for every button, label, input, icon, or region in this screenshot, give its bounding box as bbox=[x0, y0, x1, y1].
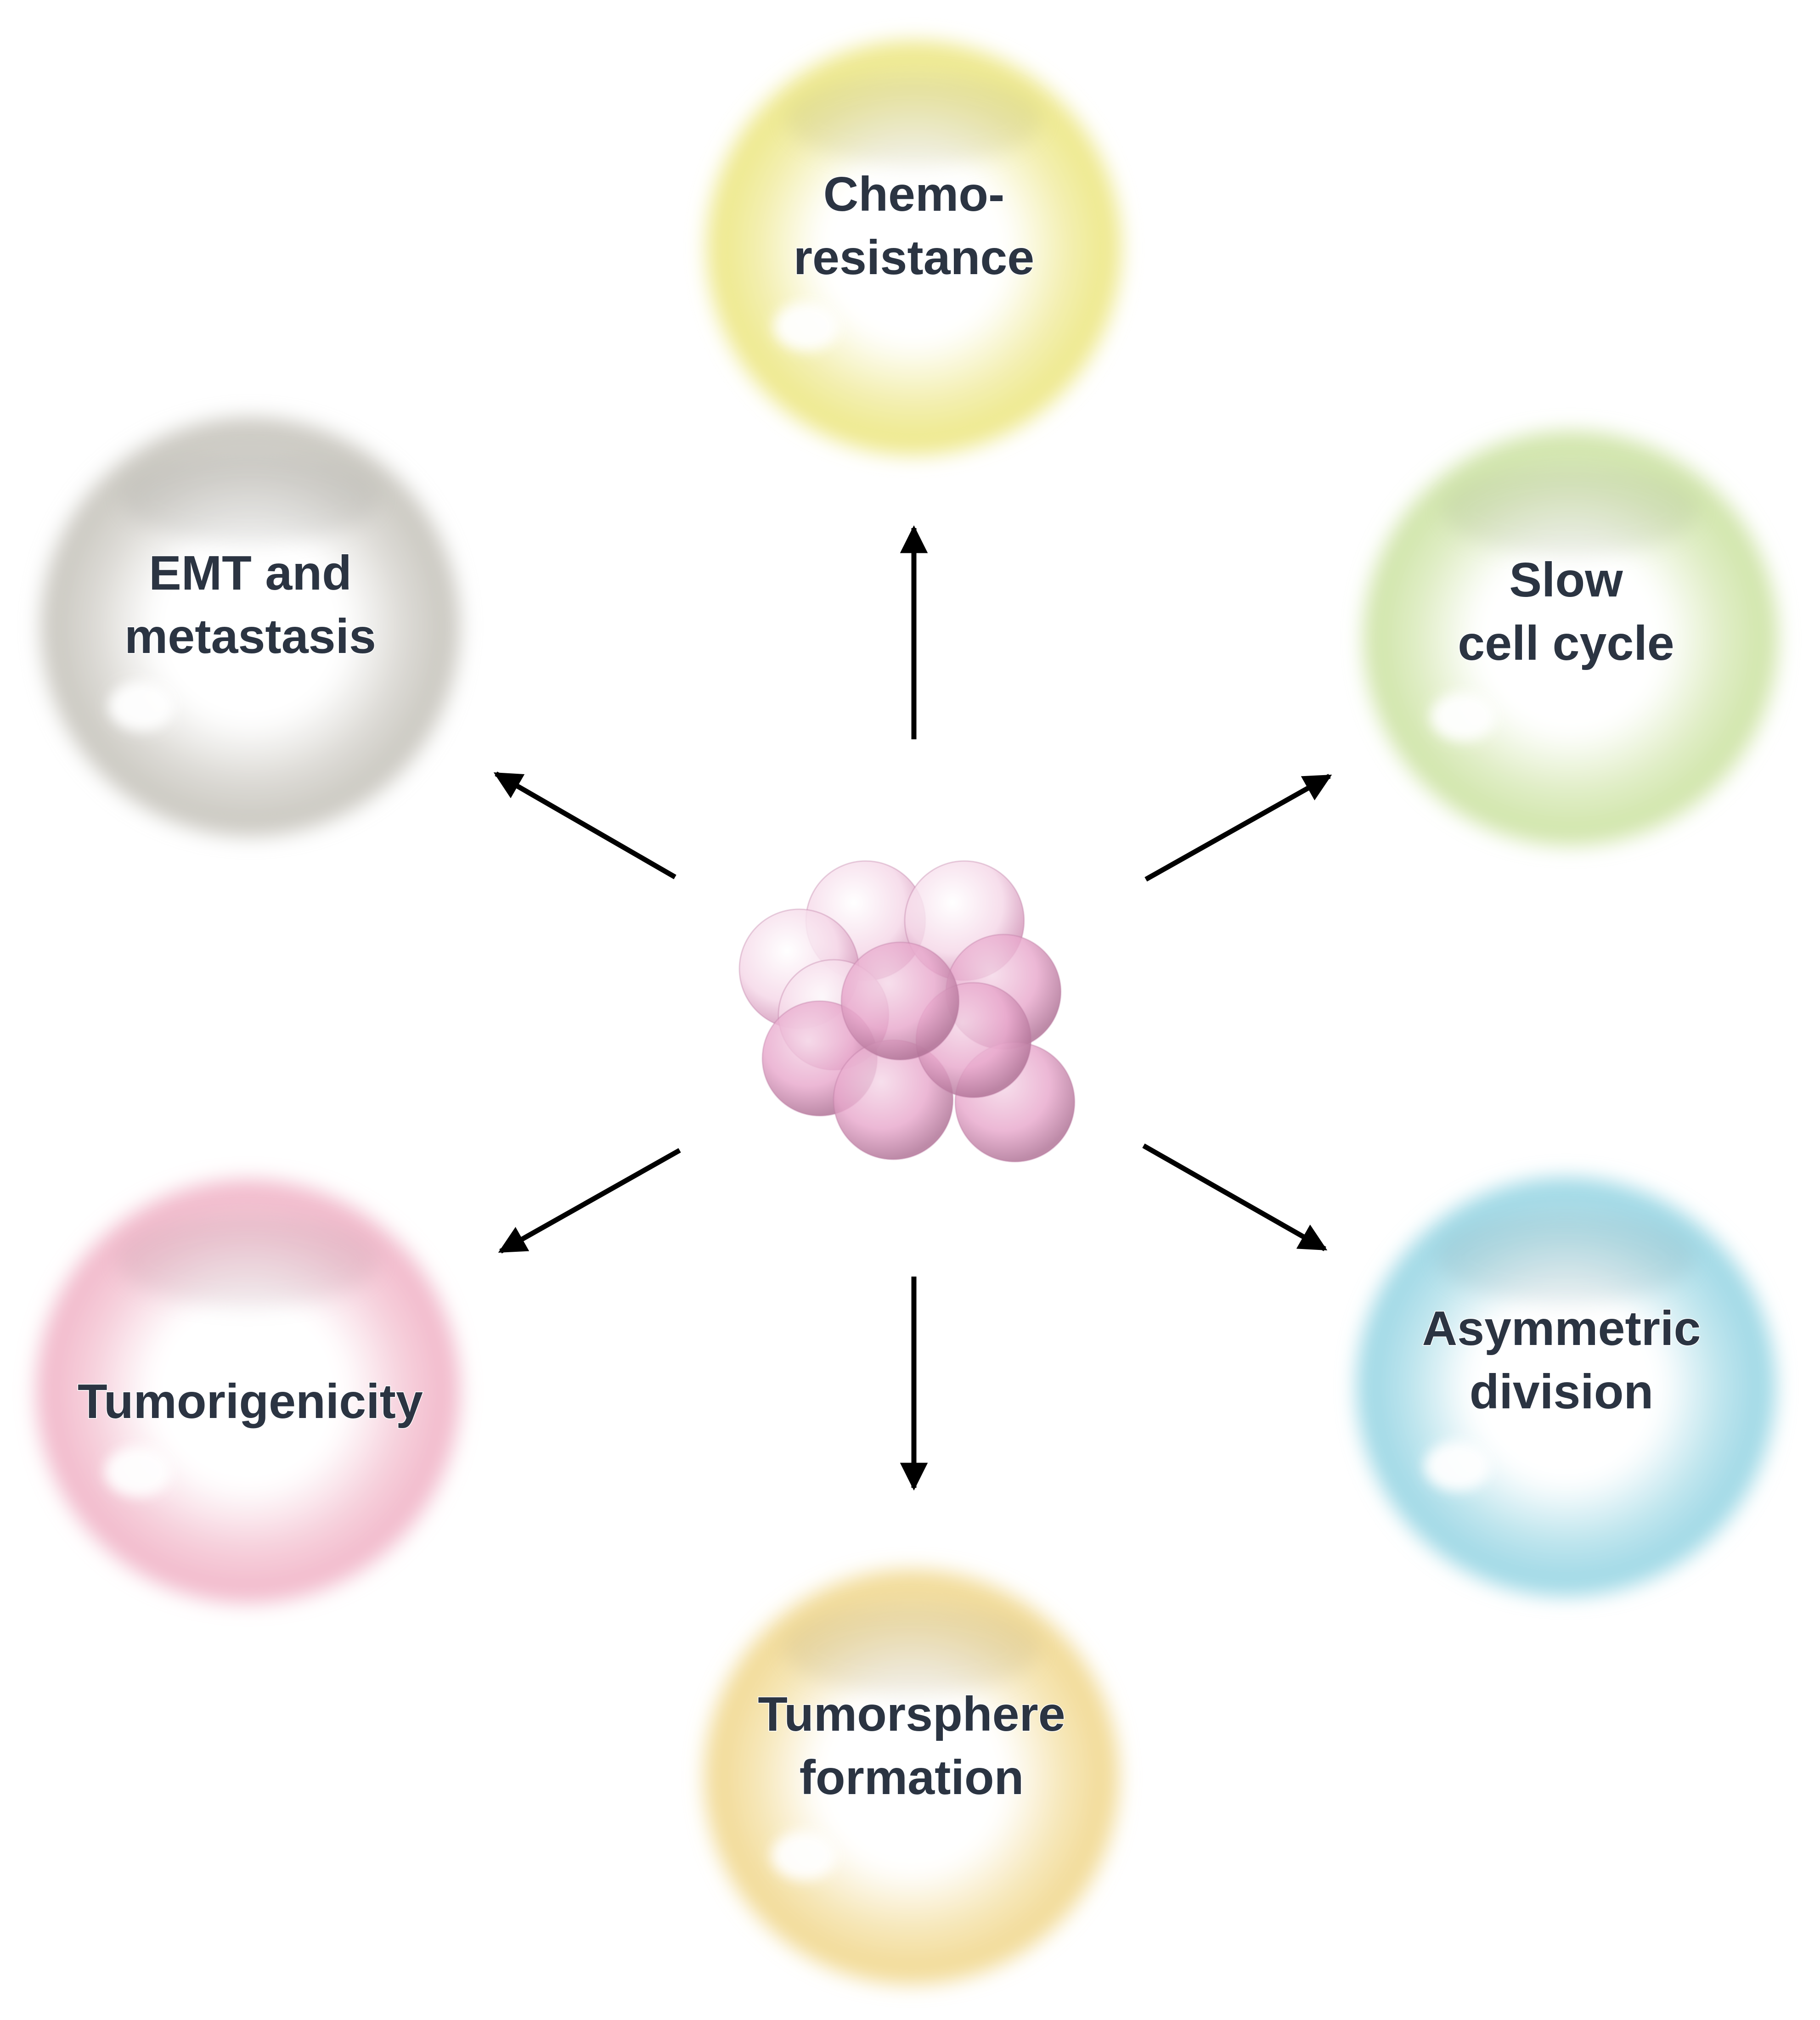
bubble-chemoresistance-glint bbox=[773, 302, 840, 351]
cluster-cell bbox=[840, 941, 960, 1061]
bubble-chemoresistance: Chemo-resistance bbox=[707, 41, 1121, 455]
bubble-tumorsphere-formation-glint bbox=[771, 1831, 837, 1880]
bubble-asymmetric-division-label-line-1: Asymmetric bbox=[1422, 1301, 1701, 1356]
bubble-slow-cell-cycle-glint bbox=[1430, 692, 1496, 742]
bubble-asymmetric-division-label-line-2: division bbox=[1470, 1365, 1654, 1419]
bubble-emt-metastasis-shadow bbox=[120, 451, 380, 543]
bubble-tumorigenicity-shadow bbox=[117, 1214, 379, 1307]
bubble-slow-cell-cycle: Slow cell cycle bbox=[1364, 432, 1777, 845]
bubble-tumorsphere-formation-label-line-1: Tumorsphere bbox=[758, 1687, 1065, 1741]
bubble-tumorigenicity-glint bbox=[104, 1446, 172, 1497]
bubble-asymmetric-division-shadow bbox=[1436, 1211, 1696, 1303]
cell-cluster bbox=[738, 860, 1076, 1163]
bubble-asymmetric-division: Asymmetric division bbox=[1357, 1178, 1775, 1596]
arrow-to-emt-metastasis bbox=[493, 771, 676, 879]
bubble-tumorsphere-formation-label-line-2: formation bbox=[800, 1750, 1024, 1805]
arrow-to-tumorigenicity bbox=[498, 1148, 681, 1254]
bubble-slow-cell-cycle-shadow bbox=[1442, 465, 1699, 556]
arrow-to-asymmetric-division bbox=[1142, 1143, 1328, 1251]
bubble-emt-metastasis-glint bbox=[108, 681, 175, 731]
bubble-chemoresistance-label-line-1: Chemo- bbox=[823, 167, 1005, 221]
bubble-slow-cell-cycle-label-line-2: cell cycle bbox=[1458, 616, 1674, 670]
bubble-slow-cell-cycle-label-line-1: Slow bbox=[1509, 553, 1623, 607]
arrow-to-slow-cell-cycle bbox=[1144, 774, 1332, 882]
arrows bbox=[493, 525, 1332, 1491]
bubble-tumorigenicity: Tumorigenicity bbox=[37, 1180, 459, 1603]
bubble-tumorsphere-formation-shadow bbox=[783, 1604, 1040, 1694]
bubble-emt-metastasis-label-line-1: EMT and bbox=[149, 546, 352, 600]
bubble-chemoresistance-label-line-2: resistance bbox=[794, 231, 1034, 285]
bubble-asymmetric-division-glint bbox=[1424, 1441, 1491, 1491]
bubble-emt-metastasis-label-line-2: metastasis bbox=[124, 609, 376, 664]
bubble-tumorsphere-formation: Tumorsphere formation bbox=[705, 1570, 1118, 1984]
bubble-tumorigenicity-label-line-1: Tumorigenicity bbox=[78, 1374, 423, 1429]
bubble-emt-metastasis: EMT and metastasis bbox=[41, 418, 459, 836]
bubble-chemoresistance-shadow bbox=[786, 74, 1042, 165]
